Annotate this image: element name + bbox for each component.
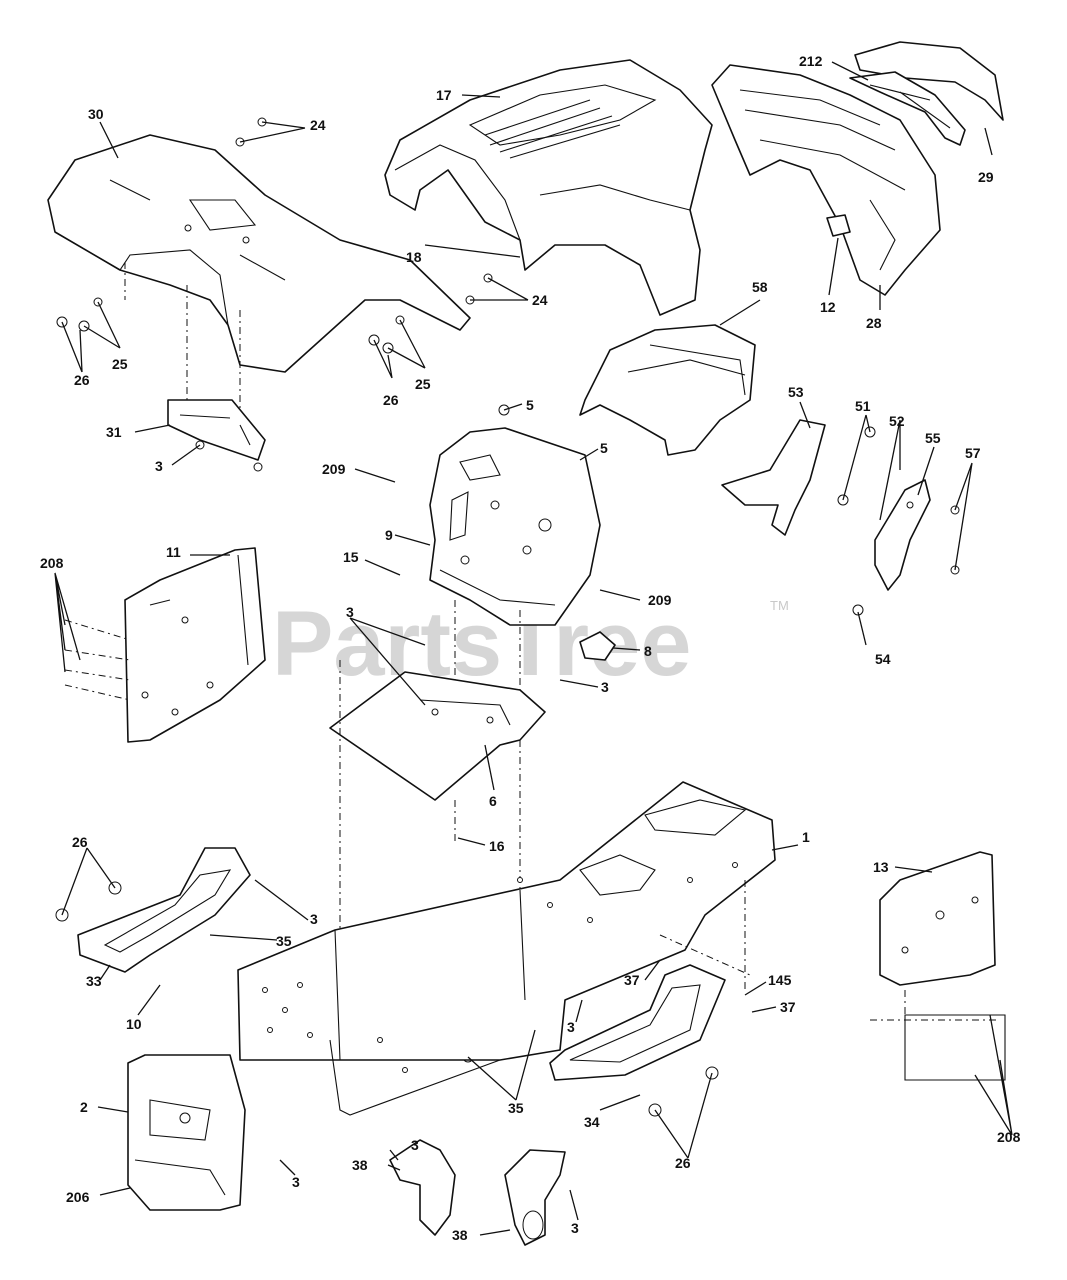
callout-18: 18 xyxy=(406,249,422,265)
part-34-right-footrest xyxy=(549,964,726,1081)
part-55-bracket xyxy=(874,479,931,591)
part-28-shroud xyxy=(711,64,941,296)
watermark-text: PartsTree xyxy=(272,593,691,695)
part-13-right-panel xyxy=(879,851,996,986)
part-6-floor-plate xyxy=(329,671,546,801)
callout-9: 9 xyxy=(385,527,393,543)
callout-15: 15 xyxy=(343,549,359,565)
part-2-rear-plate xyxy=(127,1054,246,1211)
callout-208-right: 208 xyxy=(997,1129,1021,1145)
callout-12: 12 xyxy=(820,299,836,315)
watermark-trademark: TM xyxy=(770,598,789,613)
callout-2: 2 xyxy=(80,1099,88,1115)
callout-54: 54 xyxy=(875,651,891,667)
callout-5-top: 5 xyxy=(526,397,534,413)
callout-52: 52 xyxy=(889,413,905,429)
callout-5-right: 5 xyxy=(600,440,608,456)
callout-16: 16 xyxy=(489,838,505,854)
callout-13: 13 xyxy=(873,859,889,875)
callout-3-rear-plate: 3 xyxy=(292,1174,300,1190)
callout-30: 30 xyxy=(88,106,104,122)
callout-8: 8 xyxy=(644,643,652,659)
callout-25-right: 25 xyxy=(415,376,431,392)
callout-3-footrest-left: 3 xyxy=(310,911,318,927)
callout-17: 17 xyxy=(436,87,452,103)
callout-3-bracket-left: 3 xyxy=(411,1137,419,1153)
callout-37-left: 37 xyxy=(624,972,640,988)
callout-3-center-right: 3 xyxy=(601,679,609,695)
callout-1: 1 xyxy=(802,829,810,845)
hardware-nuts xyxy=(55,117,960,1117)
part-53-bracket xyxy=(721,419,826,536)
callout-55: 55 xyxy=(925,430,941,446)
part-33-left-footrest xyxy=(77,847,251,973)
callout-212: 212 xyxy=(799,53,823,69)
leader-lines xyxy=(54,61,1013,1236)
callout-145: 145 xyxy=(768,972,792,988)
callout-6: 6 xyxy=(489,793,497,809)
callout-3-upper-left: 3 xyxy=(155,458,163,474)
callout-26-footrest-left: 26 xyxy=(72,834,88,850)
callout-209-left: 209 xyxy=(322,461,346,477)
callout-53: 53 xyxy=(788,384,804,400)
callout-10: 10 xyxy=(126,1016,142,1032)
callout-3-bracket-right: 3 xyxy=(571,1220,579,1236)
callout-24-right: 24 xyxy=(532,292,548,308)
part-31-bracket xyxy=(167,399,266,461)
callout-34: 34 xyxy=(584,1114,600,1130)
callout-51: 51 xyxy=(855,398,871,414)
callout-24: 24 xyxy=(310,117,326,133)
callout-38-right: 38 xyxy=(452,1227,468,1243)
callout-38-left: 38 xyxy=(352,1157,368,1173)
part-8-clamp xyxy=(579,631,616,661)
callout-33: 33 xyxy=(86,973,102,989)
callout-25-left: 25 xyxy=(112,356,128,372)
callout-35-right: 35 xyxy=(508,1100,524,1116)
callout-28: 28 xyxy=(866,315,882,331)
callout-31: 31 xyxy=(106,424,122,440)
part-11-left-panel xyxy=(124,547,266,743)
callout-58: 58 xyxy=(752,279,768,295)
part-9-dash-panel xyxy=(429,427,601,626)
callout-29: 29 xyxy=(978,169,994,185)
callout-labels: 17 212 30 24 29 18 24 58 12 28 25 26 25 … xyxy=(40,53,1021,1243)
callout-3-frame-right: 3 xyxy=(567,1019,575,1035)
callout-206: 206 xyxy=(66,1189,90,1205)
part-58-dash-pan xyxy=(579,324,756,456)
part-1-frame xyxy=(237,781,776,1116)
part-30-rear-fender xyxy=(47,134,471,373)
part-212-29-grille xyxy=(849,41,1004,146)
part-12-clip xyxy=(826,214,851,237)
callout-37-right: 37 xyxy=(780,999,796,1015)
callout-11: 11 xyxy=(166,544,181,560)
callout-208-left: 208 xyxy=(40,555,64,571)
part-38-bracket-left xyxy=(389,1139,456,1236)
part-17-hood xyxy=(384,59,713,316)
callout-3-center: 3 xyxy=(346,604,354,620)
callout-26-left: 26 xyxy=(74,372,90,388)
callout-35-left: 35 xyxy=(276,933,292,949)
callout-26-right: 26 xyxy=(383,392,399,408)
callout-57: 57 xyxy=(965,445,981,461)
callout-26-footrest-right: 26 xyxy=(675,1155,691,1171)
part-38-bracket-right xyxy=(504,1149,566,1246)
callout-209-right: 209 xyxy=(648,592,672,608)
